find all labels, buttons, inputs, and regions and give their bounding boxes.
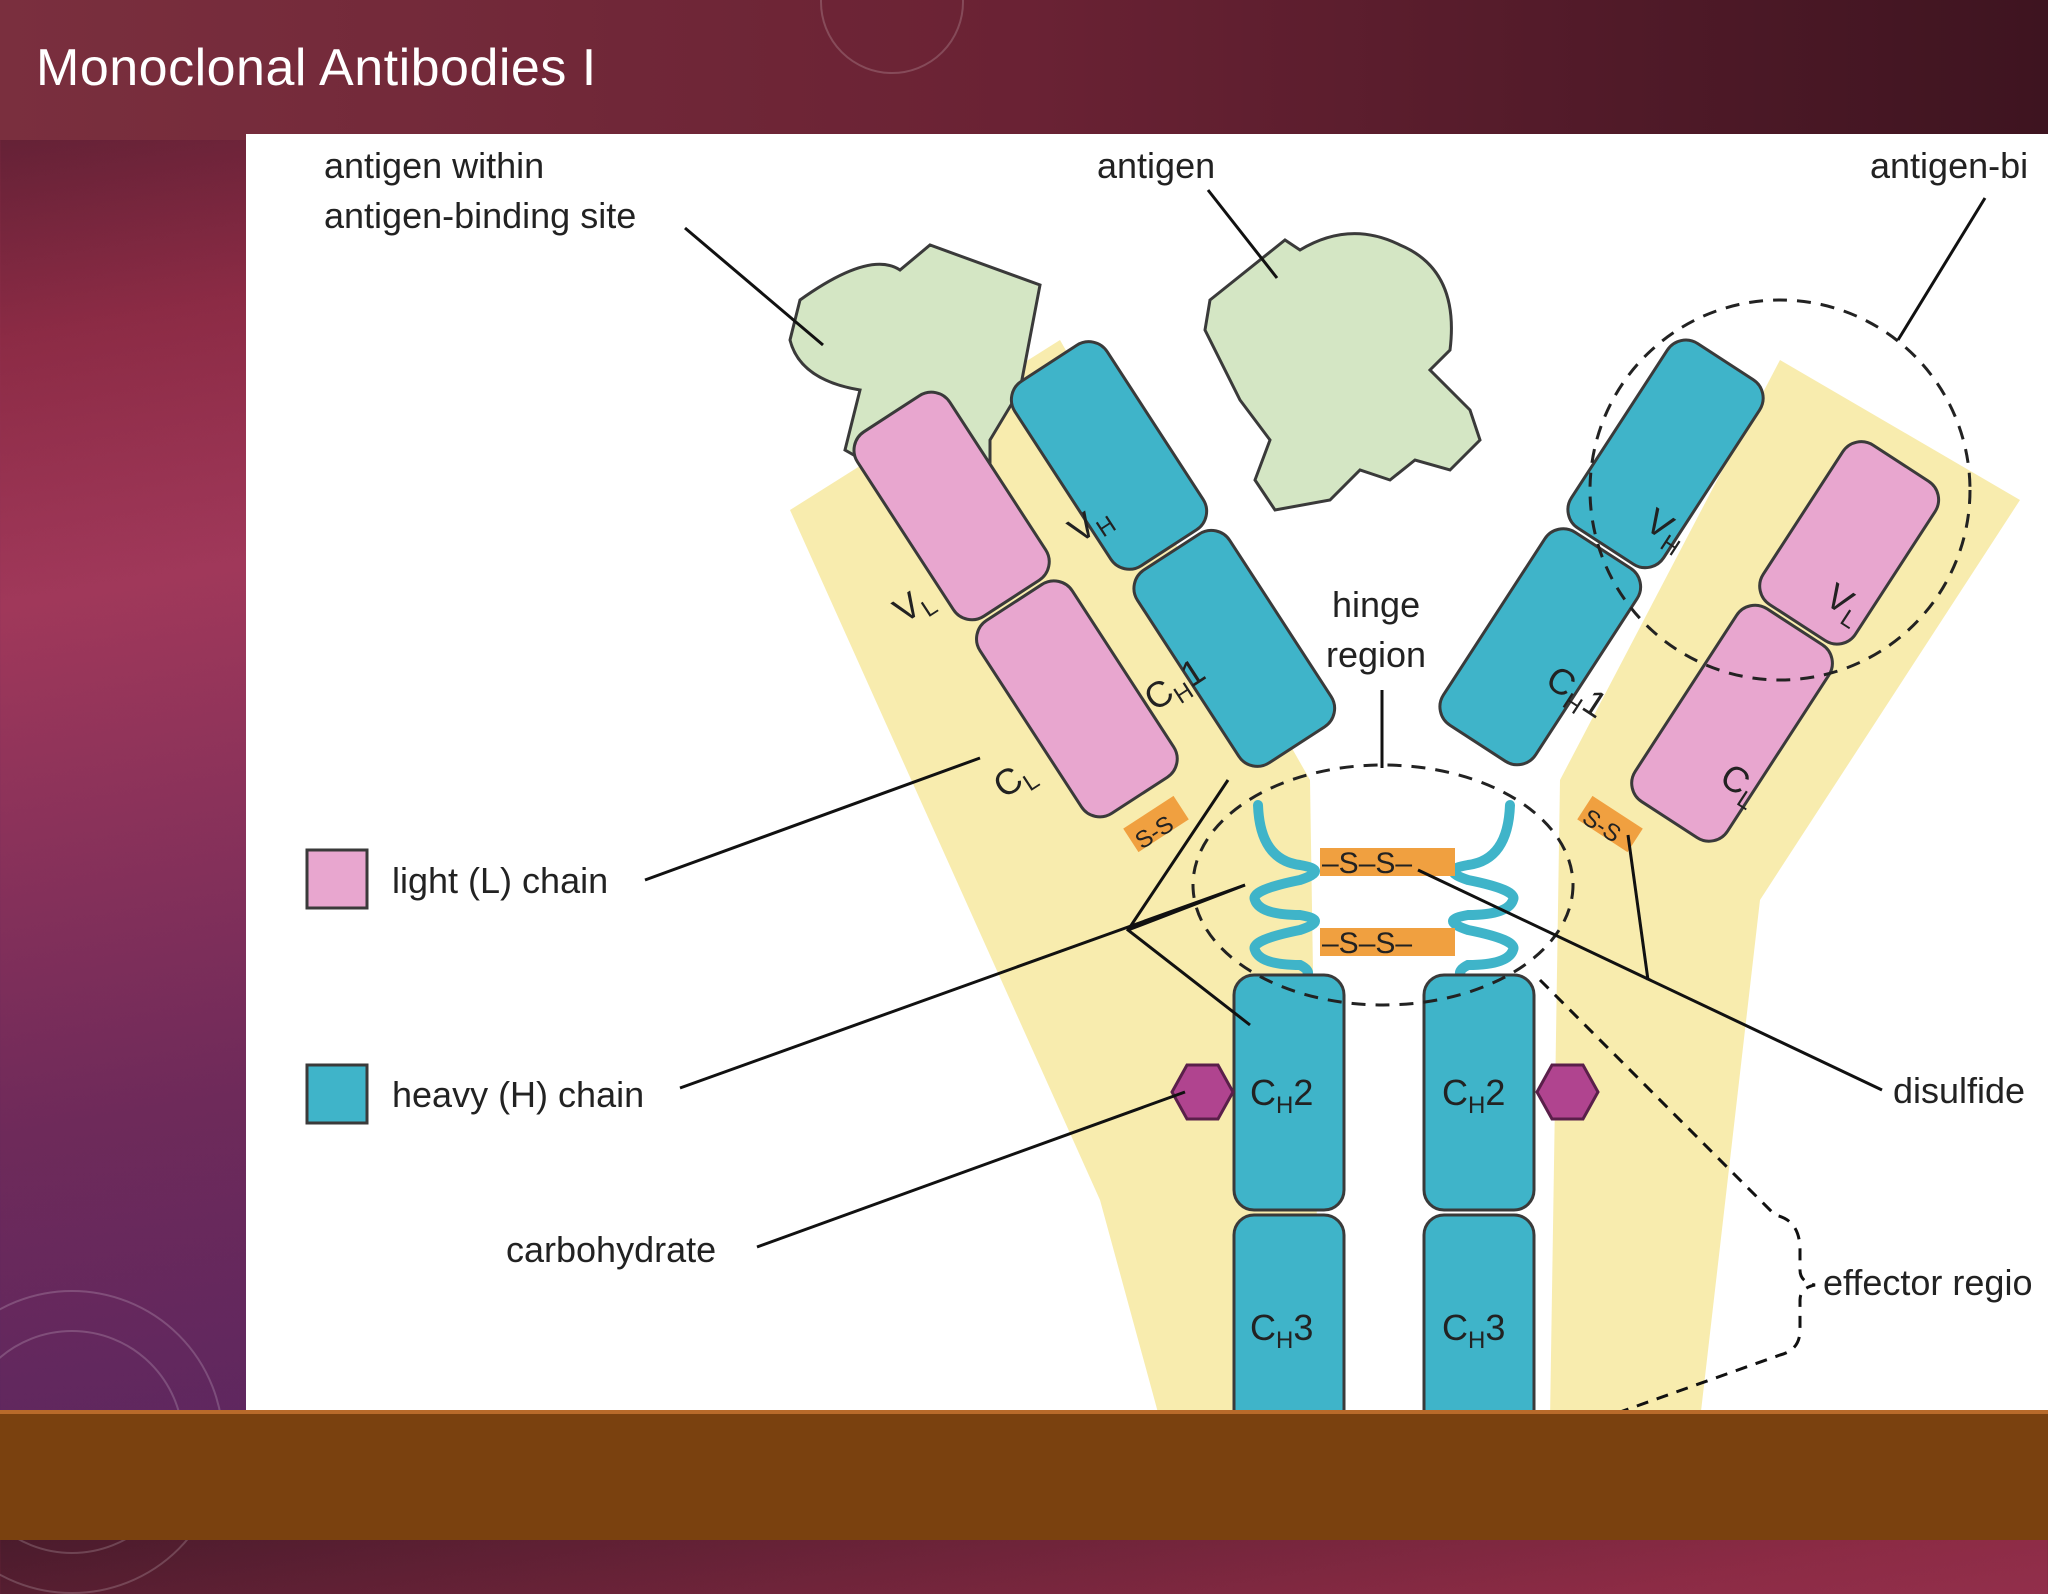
right-ch2-domain — [1422, 973, 1536, 1212]
right-arm — [1438, 338, 1941, 843]
light-chain-swatch — [305, 848, 369, 910]
left-vl-domain — [852, 390, 1051, 622]
antigen-within-label-1: antigen within — [324, 145, 544, 186]
right-ch2-label: CH2 — [1442, 1072, 1505, 1119]
left-carbohydrate-icon — [1170, 1063, 1235, 1121]
hinge-region-outline — [1191, 763, 1575, 1007]
hinge-label-2: region — [1326, 634, 1426, 675]
left-vh-domain — [1009, 340, 1209, 571]
antigen-binding-site-outline — [1588, 298, 1972, 682]
right-hinge-strand — [1448, 800, 1519, 990]
hinge-disulfide-2: –S–S– — [1322, 927, 1412, 960]
disulfide-label: disulfide — [1893, 1070, 2025, 1111]
effector-region-label: effector regio — [1823, 1262, 2032, 1303]
left-hinge-strand — [1249, 800, 1320, 990]
antibody-diagram-panel: –S–S– –S–S– S-S S-S VL CL VH CH1 VH CH1 … — [246, 134, 2048, 1412]
right-vh-domain — [1566, 338, 1765, 570]
title-band — [0, 0, 2048, 140]
slide-title: Monoclonal Antibodies I — [36, 39, 597, 97]
antibody-diagram: –S–S– –S–S– S-S S-S VL CL VH CH1 VH CH1 … — [305, 145, 2032, 1412]
left-arm-disulfide-band — [1123, 795, 1189, 853]
left-ch3-label: CH3 — [1250, 1307, 1313, 1354]
heavy-chain-label: heavy (H) chain — [392, 1074, 644, 1115]
heavy-chain-swatch — [305, 1063, 369, 1125]
antibody-halo — [790, 340, 2020, 1412]
antigen-within-label-2: antigen-binding site — [324, 195, 636, 236]
right-cl-domain — [1630, 603, 1834, 843]
right-ch3-label: CH3 — [1442, 1307, 1505, 1354]
right-ch1-domain — [1438, 527, 1643, 767]
bottom-bar — [0, 1410, 2048, 1540]
antigen-label: antigen — [1097, 145, 1215, 186]
carbohydrate-label: carbohydrate — [506, 1229, 716, 1270]
left-ch2-label: CH2 — [1250, 1072, 1313, 1119]
leader-lines — [644, 189, 1987, 1249]
left-cl-domain — [975, 579, 1179, 819]
right-carbohydrate-icon — [1535, 1063, 1600, 1121]
antigen-binding-label: antigen-bi — [1870, 145, 2028, 186]
left-arm — [852, 340, 1337, 819]
left-ch1-domain — [1132, 528, 1337, 768]
hinge-disulfide-band-2 — [1320, 928, 1455, 956]
right-vl-domain — [1758, 440, 1941, 646]
free-antigen — [1203, 232, 1482, 512]
left-ch3-domain — [1232, 1213, 1346, 1412]
hinge-disulfide-band-1 — [1320, 848, 1455, 876]
hinge-disulfide-1: –S–S– — [1322, 847, 1412, 880]
right-cl-label: CL — [1710, 755, 1769, 816]
right-arm-disulfide-band — [1577, 795, 1643, 853]
light-chain-label: light (L) chain — [392, 860, 608, 901]
right-ch3-domain — [1422, 1213, 1536, 1412]
hinge-label-1: hinge — [1332, 584, 1420, 625]
callout-labels: antigen within antigen-binding site anti… — [324, 145, 2032, 1303]
effector-brace — [1538, 978, 1816, 1412]
